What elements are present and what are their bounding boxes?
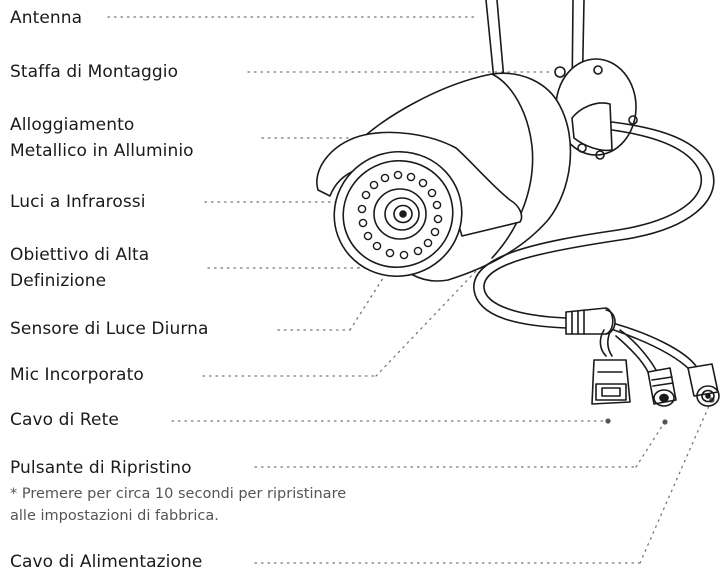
lens <box>373 188 427 240</box>
leader-mic-d <box>375 184 559 377</box>
infrared-leds <box>357 170 443 260</box>
label-power-cable: Cavo di Alimentazione <box>10 552 203 572</box>
label-lens-line1: Obiettivo di Alta <box>10 245 150 265</box>
label-network-cable: Cavo di Rete <box>10 410 119 430</box>
reset-connector <box>615 329 677 407</box>
label-lens-line2: Definizione <box>10 271 107 291</box>
label-built-in-mic: Mic Incorporato <box>10 365 144 385</box>
label-housing-line2: Metallico in Alluminio <box>10 141 194 161</box>
antenna-left <box>485 0 505 81</box>
network-connector <box>591 329 631 405</box>
reset-note-line1: * Premere per circa 10 secondi per ripri… <box>10 486 347 502</box>
label-daylight-sensor: Sensore di Luce Diurna <box>10 319 209 339</box>
label-housing-line1: Alloggiamento <box>10 115 135 135</box>
label-mounting-bracket: Staffa di Montaggio <box>10 62 179 82</box>
power-connector <box>613 323 720 407</box>
label-reset-button: Pulsante di Ripristino <box>10 458 192 478</box>
cable-splitter <box>565 307 616 335</box>
leader-reset-d <box>635 422 665 468</box>
label-antenna: Antenna <box>10 8 83 28</box>
leader-lines <box>107 16 713 564</box>
main-cable <box>473 121 715 329</box>
label-infrared-lights: Luci a Infrarossi <box>10 192 146 212</box>
leader-power-d <box>639 398 713 564</box>
reset-note-line2: alle impostazioni di fabbrica. <box>10 508 219 524</box>
